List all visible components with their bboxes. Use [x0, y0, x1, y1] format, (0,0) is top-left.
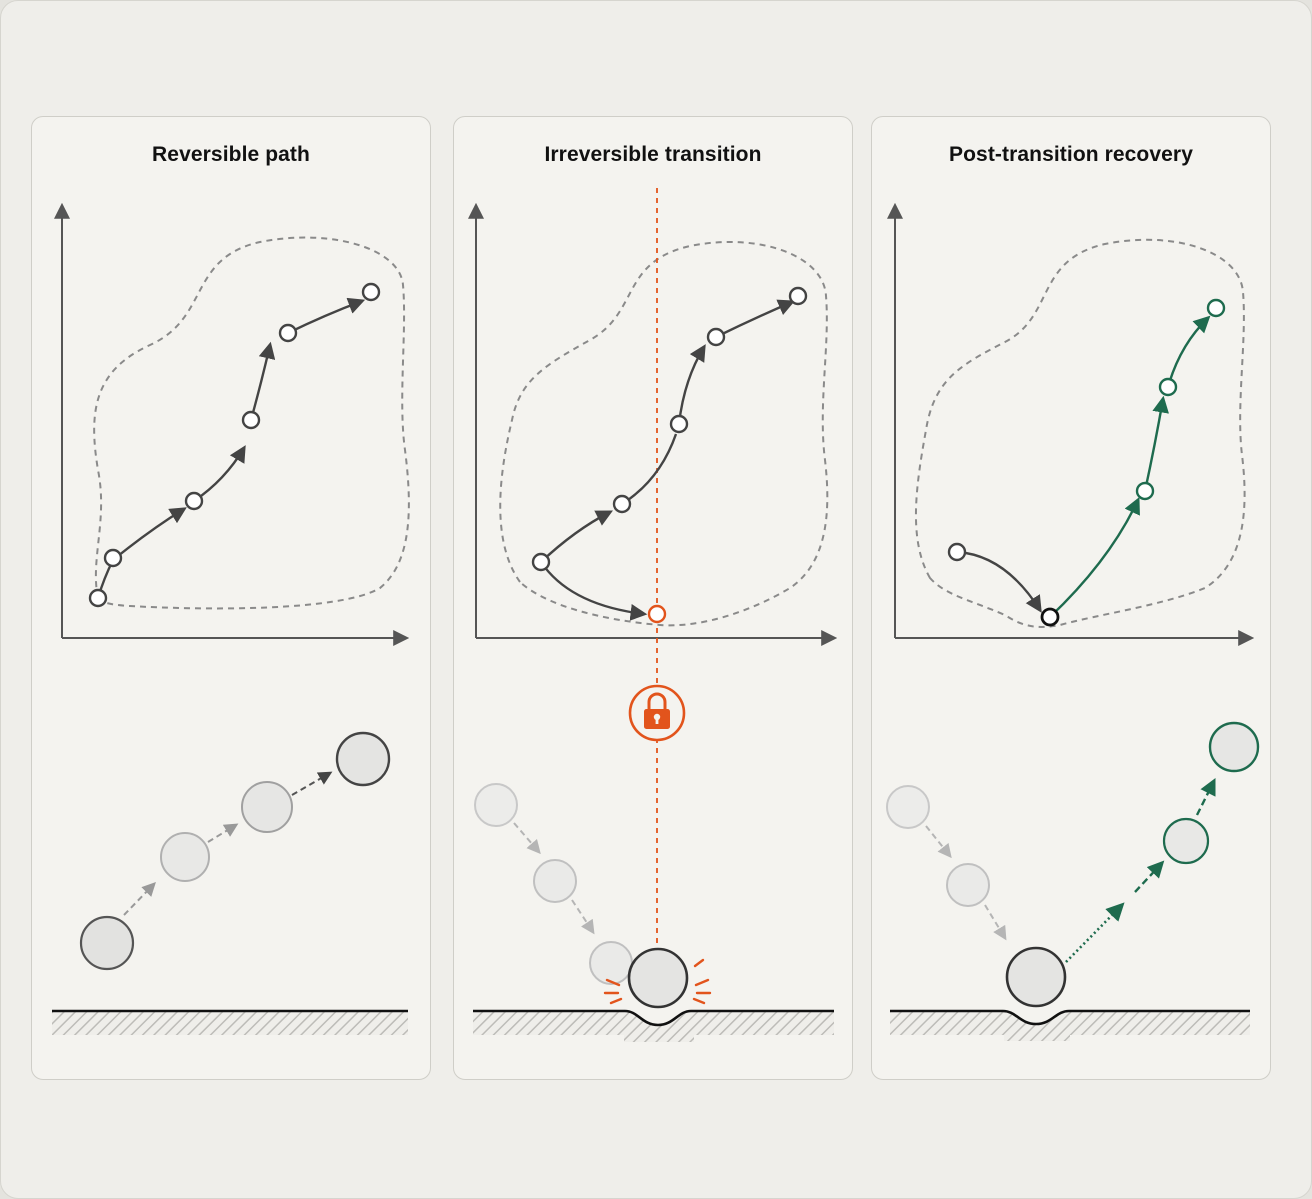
ball-impact [627, 947, 689, 1009]
recovery-phase-plot [887, 202, 1255, 646]
state-node [278, 323, 298, 343]
motion-arrow [291, 771, 333, 796]
reachable-region-boundary [93, 236, 410, 610]
recovery-arrow [1134, 860, 1165, 893]
motion-arrow [984, 904, 1007, 941]
ball [886, 785, 930, 829]
recovery-node [1206, 298, 1226, 318]
path-segment [249, 341, 276, 421]
ball [474, 783, 518, 827]
transition-state-node [1040, 607, 1060, 627]
ball-impact [1005, 946, 1067, 1008]
ball [533, 859, 577, 903]
ball [946, 863, 990, 907]
recovery-arrow [1195, 777, 1216, 816]
panel-title-recovery: Post-transition recovery [949, 143, 1193, 166]
ball [335, 731, 391, 787]
path-segment [540, 510, 613, 563]
recovery-node [1158, 377, 1178, 397]
impact-burst-icon [603, 958, 712, 1005]
motion-arrow [925, 825, 952, 859]
panel-title-reversible: Reversible path [152, 143, 310, 166]
ground-deformed-recovery [890, 1009, 1250, 1041]
recovery-segment [1143, 395, 1169, 492]
path-segment [956, 550, 1042, 613]
recovery-ball [1208, 721, 1260, 773]
state-node [612, 494, 632, 514]
recovery-arrow [1065, 902, 1125, 963]
state-node [184, 491, 204, 511]
ground-reversible [52, 1009, 408, 1035]
motion-arrow [513, 822, 541, 855]
panel-recovery [871, 116, 1271, 1080]
transition-state-node [647, 604, 667, 624]
reachable-region-boundary [499, 241, 829, 627]
recovery-segment [1049, 496, 1140, 618]
state-node [669, 414, 689, 434]
path-segment [677, 344, 706, 425]
reversible-phase-plot [54, 202, 410, 646]
irreversible-ball-sequence [474, 783, 689, 1009]
path-segment [287, 297, 366, 335]
state-node [531, 552, 551, 572]
state-node [241, 410, 261, 430]
reversible-ball-sequence [79, 731, 391, 971]
state-node [103, 548, 123, 568]
state-node [88, 588, 108, 608]
ball [160, 832, 210, 882]
recovery-ball-sequence [886, 721, 1260, 1008]
motion-arrow [207, 823, 239, 843]
motion-arrow [571, 899, 595, 935]
path-segment [715, 299, 796, 339]
recovery-node [1135, 481, 1155, 501]
panel-title-irreversible: Irreversible transition [544, 143, 762, 166]
path-segment-to-transition [540, 561, 648, 621]
lock-icon [628, 684, 686, 742]
ball [241, 781, 293, 833]
state-node [788, 286, 808, 306]
panel-irreversible [453, 116, 853, 1080]
motion-arrow [123, 881, 156, 916]
ball [589, 941, 633, 985]
ball [79, 915, 135, 971]
path-segment [193, 445, 246, 502]
irreversible-phase-plot [468, 188, 838, 955]
recovery-ball [1162, 817, 1210, 865]
path-segment [112, 507, 187, 561]
recovery-segment [1166, 315, 1211, 388]
state-node [947, 542, 967, 562]
path-segment [621, 433, 678, 506]
state-node [361, 282, 381, 302]
reachable-region-boundary [914, 238, 1246, 628]
ground-deformed [473, 1009, 834, 1042]
state-node [706, 327, 726, 347]
